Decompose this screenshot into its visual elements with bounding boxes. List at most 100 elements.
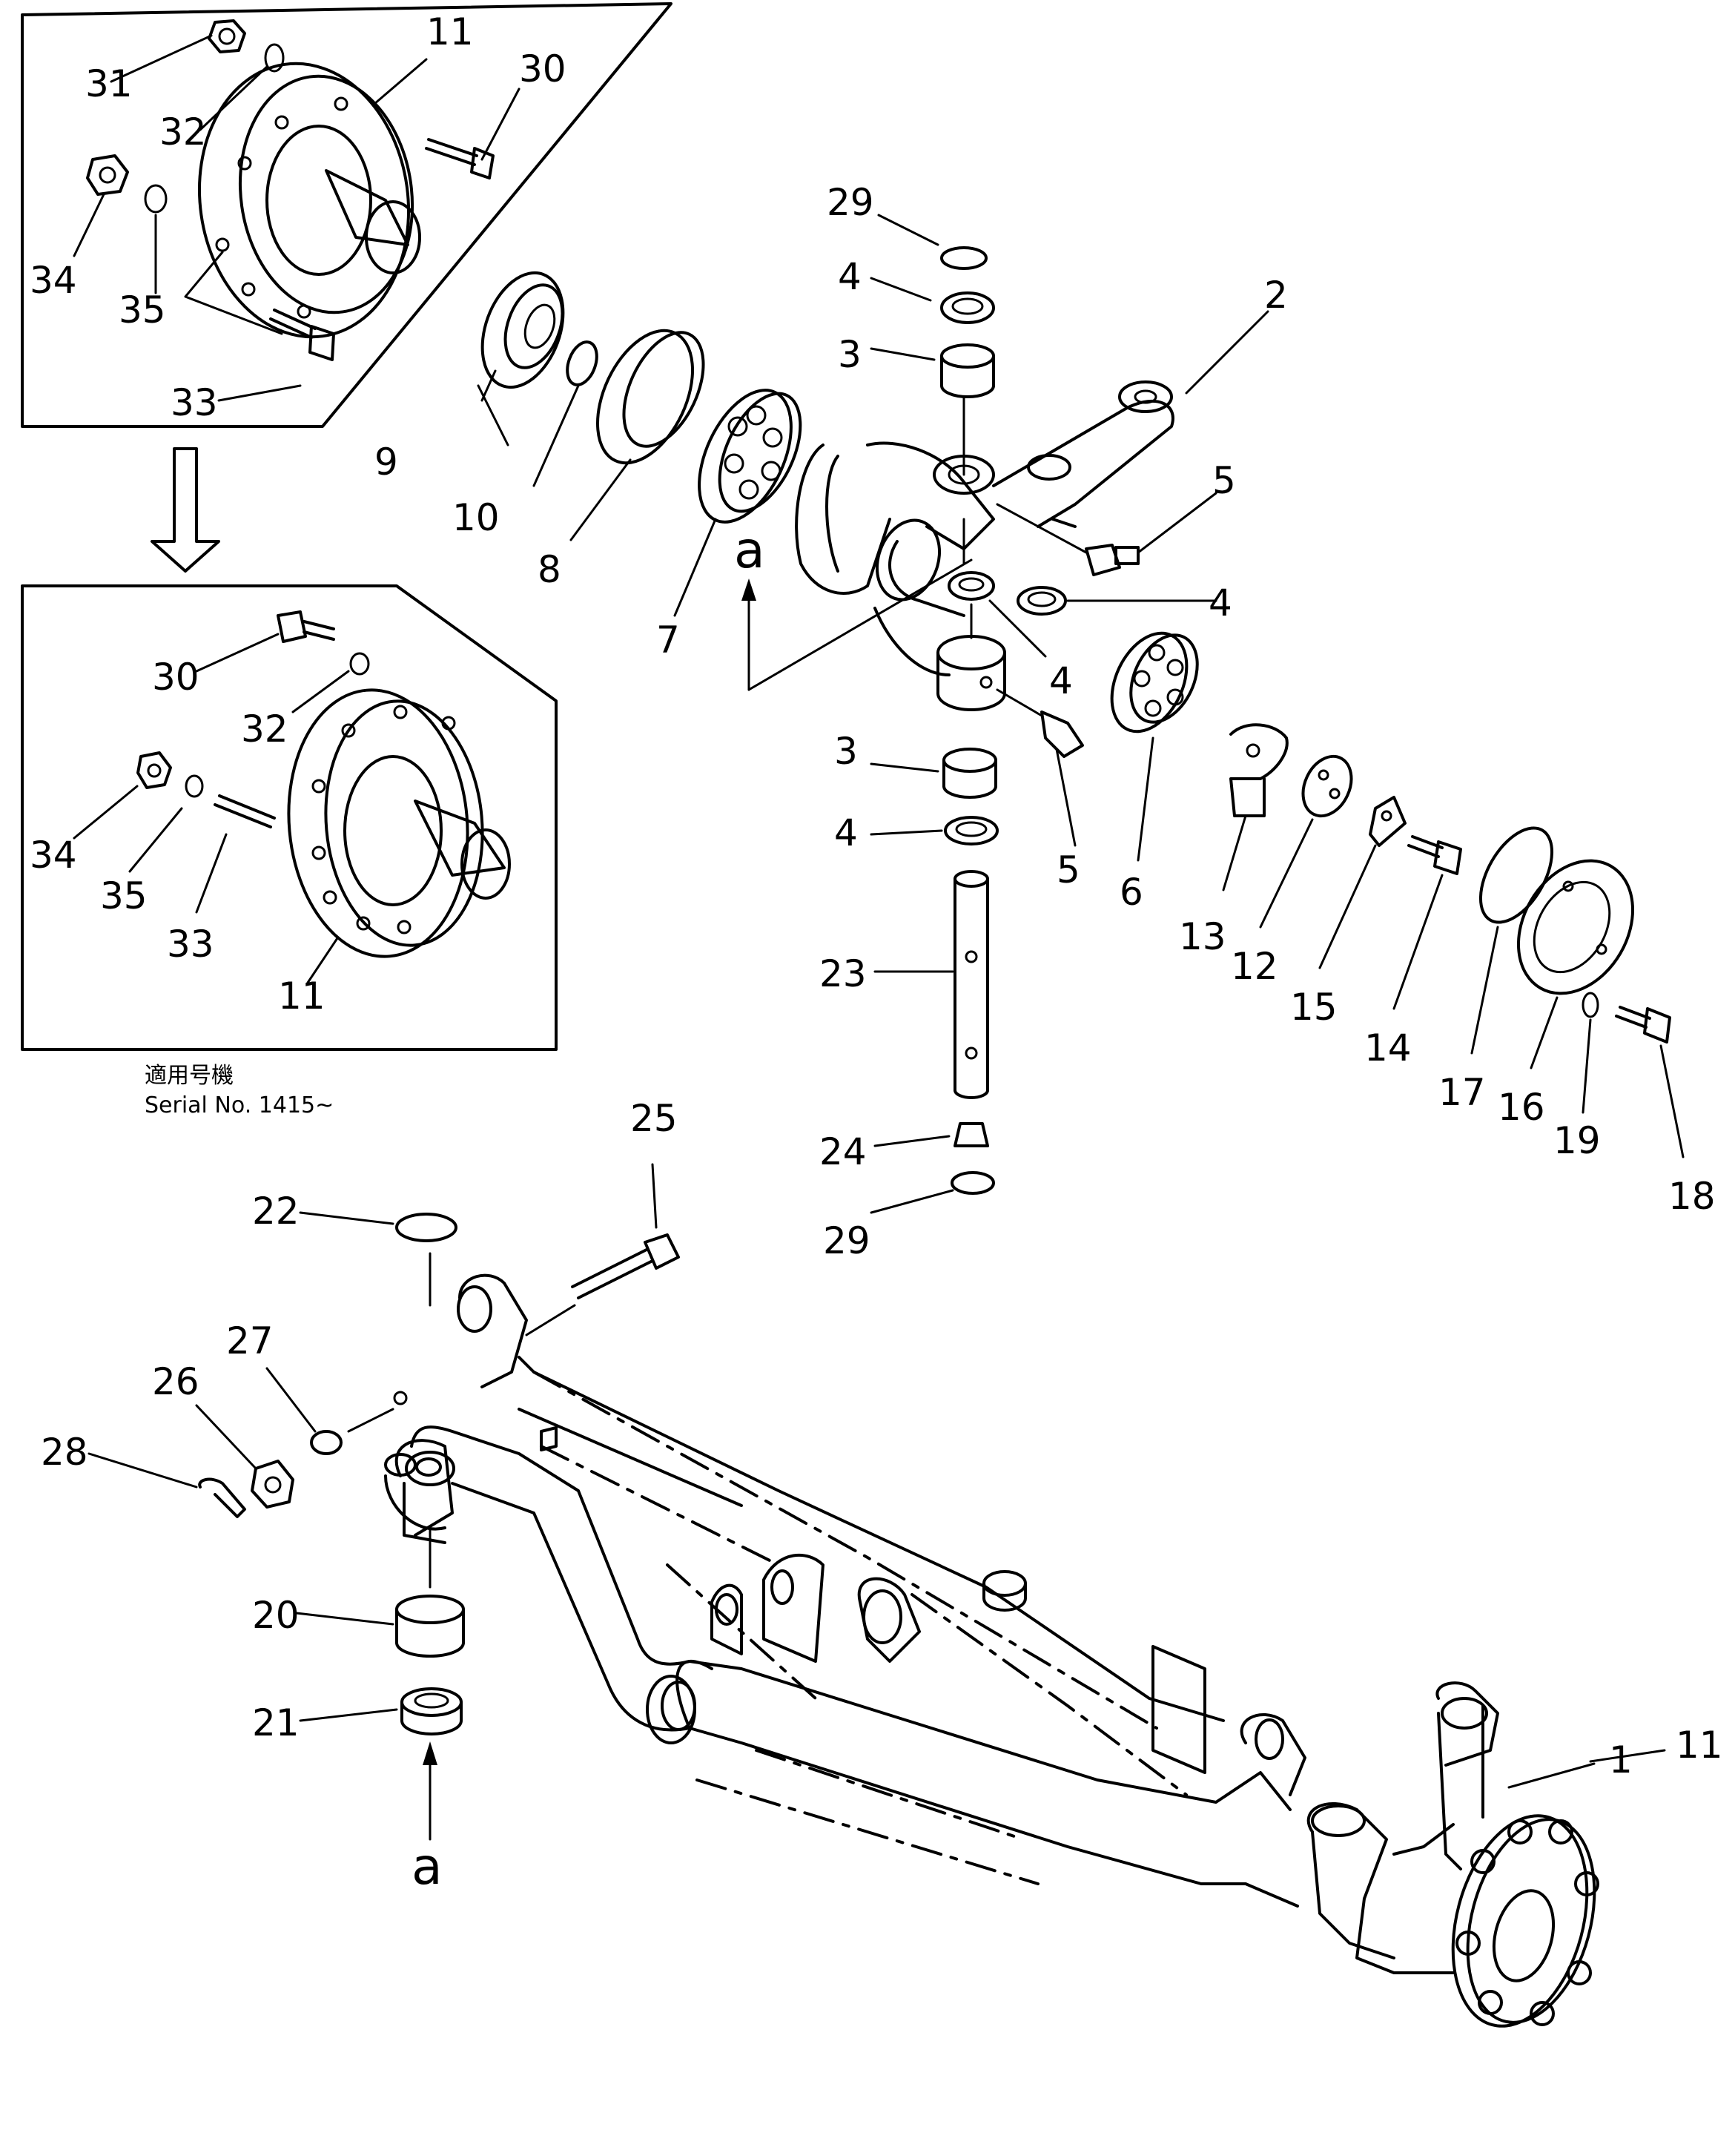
washer-35	[144, 184, 168, 214]
label-30-top: 30	[519, 47, 566, 90]
ref-label-a-lower: a	[412, 1838, 443, 1896]
label-27: 27	[226, 1319, 274, 1362]
hub-11-old	[197, 62, 421, 339]
label-9: 9	[374, 441, 398, 484]
nut-34-new	[136, 751, 172, 789]
label-10: 10	[452, 496, 500, 539]
bushing-3-top	[940, 343, 995, 398]
nut-34	[86, 154, 129, 196]
washer-32	[264, 43, 285, 73]
label-8: 8	[538, 548, 561, 591]
label-26: 26	[152, 1360, 199, 1403]
label-20: 20	[252, 1594, 300, 1637]
label-4-top: 4	[838, 255, 862, 298]
lock-washer-13	[1229, 723, 1289, 817]
bushing-20	[395, 1595, 465, 1658]
bearing-4-right	[1017, 586, 1067, 616]
label-14: 14	[1364, 1026, 1412, 1069]
label-3-top: 3	[838, 333, 862, 376]
label-4-bottom: 4	[834, 811, 858, 854]
bearing-race-8	[595, 329, 705, 465]
label-4-mid: 4	[1049, 659, 1073, 702]
bearing-21	[400, 1687, 463, 1735]
cover-16	[1516, 859, 1635, 995]
washer-32-new	[349, 652, 370, 676]
washer-27	[310, 1430, 343, 1455]
cap-29-bottom	[951, 1171, 995, 1195]
washer-19	[1582, 992, 1599, 1018]
seal-9	[480, 271, 565, 389]
nut-31	[208, 19, 246, 53]
ref-arrow-a-upper	[741, 558, 973, 691]
bolt-33	[269, 309, 335, 361]
grease-fitting-5-lower	[996, 688, 1084, 758]
knuckle-lower-boss	[936, 603, 1006, 711]
grease-fitting-5-top	[996, 503, 1140, 576]
label-28: 28	[41, 1431, 88, 1474]
label-34-inset2: 34	[30, 834, 77, 877]
label-15: 15	[1290, 986, 1338, 1029]
label-22: 22	[252, 1190, 300, 1233]
label-19: 19	[1553, 1119, 1601, 1162]
bushing-3-lower	[942, 748, 997, 799]
label-30-inset2: 30	[152, 656, 199, 699]
label-2: 2	[1264, 274, 1288, 317]
bearing-4-lower	[948, 571, 995, 601]
bolt-30	[425, 138, 495, 179]
bolt-14	[1407, 835, 1462, 875]
plate-15	[1369, 796, 1407, 847]
ref-arrow-a-lower	[423, 1741, 437, 1841]
label-17: 17	[1438, 1071, 1486, 1114]
label-35-inset2: 35	[100, 874, 148, 917]
label-1: 1	[1609, 1738, 1633, 1781]
arrow-down	[151, 447, 220, 573]
bearing-4-top	[940, 291, 995, 324]
label-33-inset2: 33	[167, 923, 214, 966]
leader-lines	[87, 214, 1685, 1789]
label-5-top: 5	[1212, 459, 1236, 502]
cap-29-top	[940, 246, 988, 270]
label-29-bottom: 29	[823, 1219, 870, 1262]
label-21: 21	[252, 1701, 300, 1744]
king-pin-23	[954, 870, 989, 1099]
label-4-right: 4	[1209, 581, 1232, 624]
washer-35-new	[185, 774, 204, 798]
label-11-inset2: 11	[278, 975, 325, 1018]
label-35-top: 35	[119, 289, 166, 332]
o-ring-17	[1478, 826, 1554, 924]
inset-box-top	[21, 2, 672, 428]
label-23: 23	[819, 952, 867, 995]
applicable-serial-jp: 適用号機	[145, 1063, 234, 1089]
hub-11-new	[287, 688, 511, 958]
label-16: 16	[1498, 1086, 1545, 1129]
bolt-18	[1615, 1006, 1671, 1044]
o-ring-10	[566, 340, 598, 386]
label-25: 25	[630, 1097, 678, 1140]
axle-beam-1	[384, 1273, 1499, 1959]
label-13: 13	[1179, 915, 1226, 958]
label-6: 6	[1120, 871, 1143, 914]
plate-12	[1301, 754, 1353, 818]
label-12: 12	[1231, 945, 1278, 988]
label-31: 31	[85, 62, 133, 105]
label-11-top: 11	[426, 10, 474, 53]
label-34-top: 34	[30, 259, 77, 302]
hub-11-assembled	[1355, 1814, 1599, 2028]
knuckle-2	[795, 380, 1174, 676]
label-7: 7	[656, 619, 680, 662]
label-33-top: 33	[171, 381, 218, 424]
inset-box-bottom	[21, 584, 558, 1051]
label-24: 24	[819, 1130, 867, 1173]
plug-24	[954, 1122, 989, 1147]
castle-nut-26	[251, 1460, 294, 1509]
bearing-4-bottom	[944, 816, 999, 845]
label-11-axle: 11	[1676, 1724, 1723, 1767]
washer-22	[395, 1213, 457, 1242]
applicable-serial-no: Serial No. 1415~	[145, 1092, 334, 1118]
label-5-lower: 5	[1057, 848, 1080, 891]
callout-labels: 31 11 32 30 34 35 33 30 32 34 35 33 11 9…	[30, 10, 1723, 1896]
ref-label-a-upper: a	[734, 521, 765, 580]
label-18: 18	[1668, 1175, 1716, 1218]
